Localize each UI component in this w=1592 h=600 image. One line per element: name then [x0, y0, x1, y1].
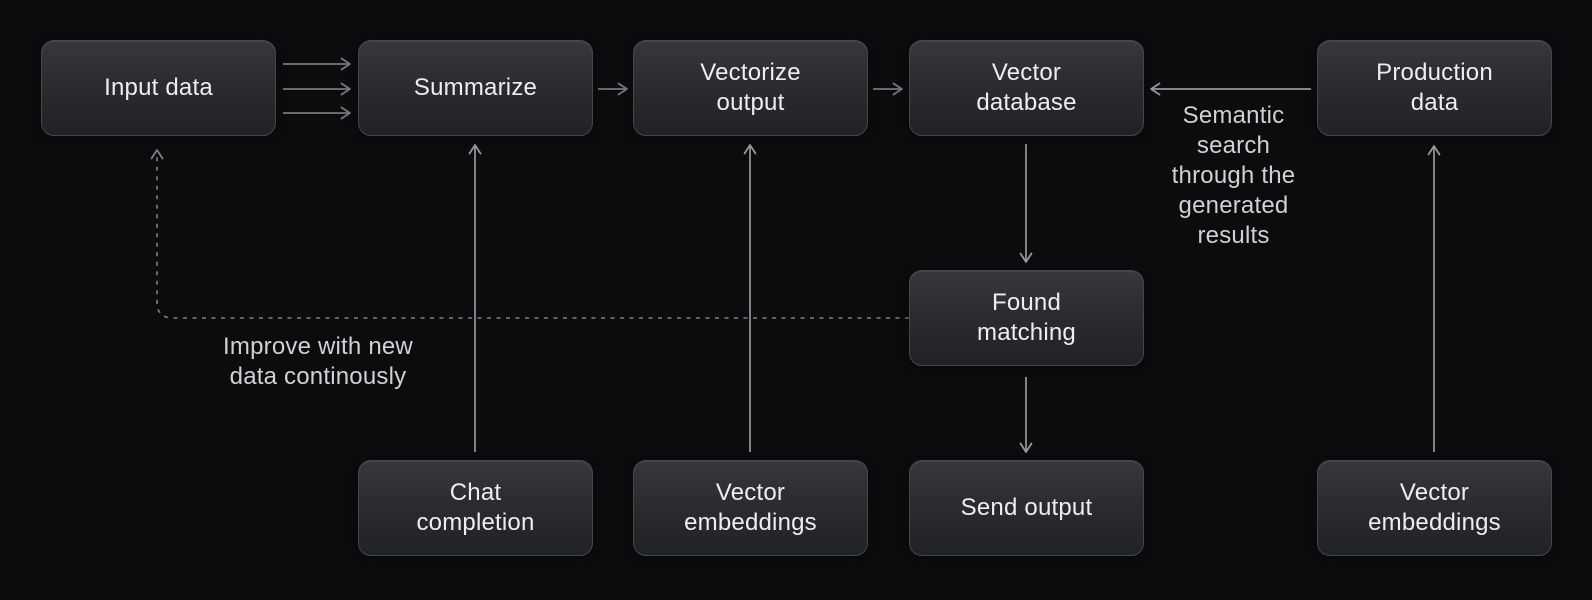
node-vector-embeddings-left: Vector embeddings [633, 460, 868, 556]
node-production-data-label: Production data [1376, 59, 1493, 116]
node-vector-embeddings-left-label: Vector embeddings [684, 479, 817, 536]
node-vector-embeddings-right: Vector embeddings [1317, 460, 1552, 556]
node-found-matching: Found matching [909, 270, 1144, 366]
node-vector-database: Vector database [909, 40, 1144, 136]
node-summarize-label: Summarize [413, 74, 538, 101]
annotation-improve-loop: Improve with new data continously [223, 333, 413, 390]
node-chat-completion-label: Chat completion [416, 479, 535, 536]
node-vectorize-output-label: Vectorize output [700, 59, 801, 116]
node-found-matching-label: Found matching [977, 289, 1076, 346]
annotation-semantic-search: Semantic search through the generated re… [1171, 102, 1296, 249]
node-send-output-label: Send output [960, 494, 1093, 521]
node-vector-database-label: Vector database [976, 59, 1077, 116]
node-production-data: Production data [1317, 40, 1552, 136]
node-summarize: Summarize [358, 40, 593, 136]
node-vectorize-output: Vectorize output [633, 40, 868, 136]
arrow-foundmatching-to-input-dashed [150, 149, 909, 319]
node-input-data-label: Input data [104, 74, 213, 101]
node-input-data: Input data [41, 40, 276, 136]
node-chat-completion: Chat completion [358, 460, 593, 556]
node-vector-embeddings-right-label: Vector embeddings [1368, 479, 1501, 536]
node-send-output: Send output [909, 460, 1144, 556]
